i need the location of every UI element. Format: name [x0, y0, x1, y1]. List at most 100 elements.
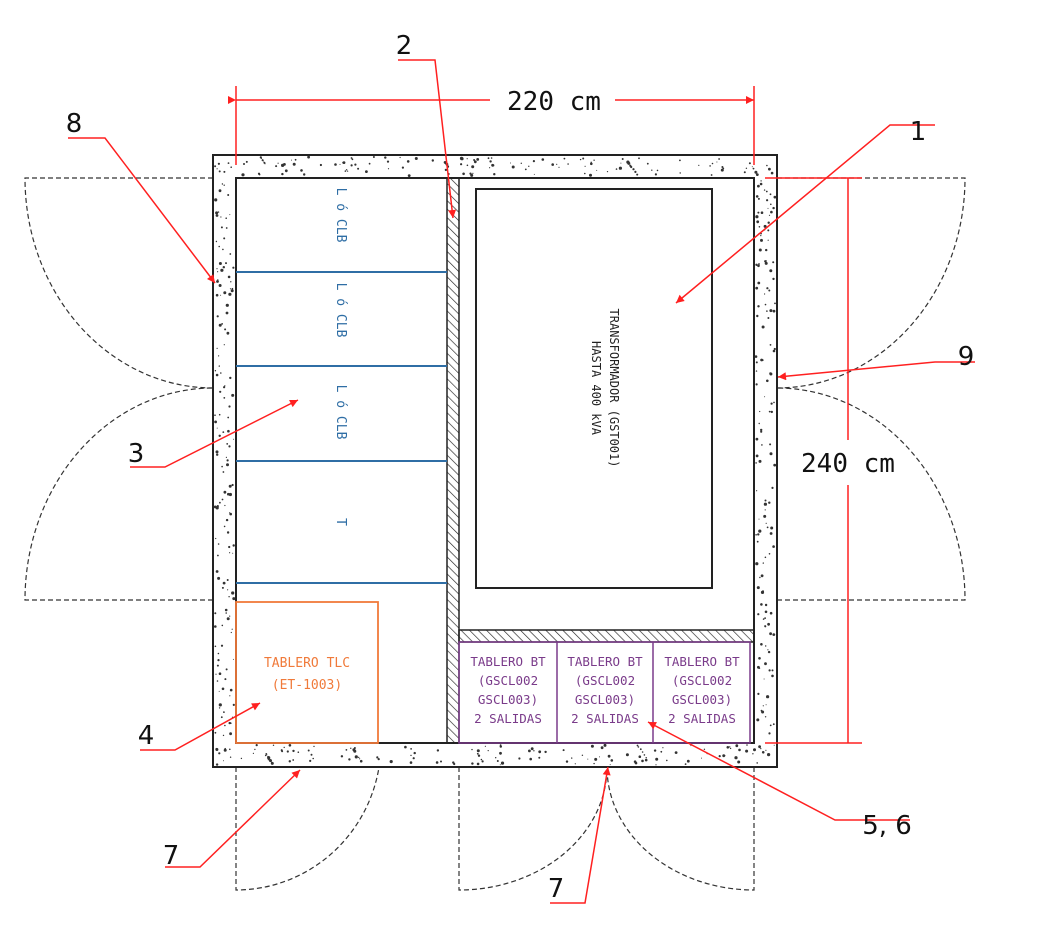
concrete-speck: [269, 759, 272, 763]
concrete-speck: [637, 746, 640, 748]
concrete-speck: [772, 545, 775, 548]
concrete-speck: [565, 760, 569, 763]
concrete-speck: [312, 757, 315, 760]
concrete-speck: [286, 750, 289, 753]
transformer-box: [475, 188, 713, 589]
concrete-speck: [599, 756, 600, 758]
concrete-speck: [222, 581, 226, 585]
concrete-speck: [353, 749, 357, 753]
concrete-speck: [609, 764, 611, 766]
concrete-speck: [218, 434, 221, 437]
concrete-speck: [758, 459, 762, 463]
concrete-speck: [489, 160, 492, 163]
concrete-speck: [228, 596, 230, 598]
concrete-speck: [722, 754, 726, 758]
concrete-speck: [767, 229, 770, 232]
concrete-speck: [229, 288, 232, 290]
concrete-speck: [639, 748, 642, 751]
concrete-speck: [581, 754, 584, 756]
tablero-bt-text: 2 SALIDAS: [571, 711, 639, 726]
concrete-speck: [770, 402, 773, 405]
concrete-speck: [755, 562, 759, 566]
concrete-speck: [769, 452, 773, 456]
callout-7-bottom: 7: [548, 874, 565, 904]
concrete-speck: [471, 762, 474, 765]
concrete-speck: [401, 166, 404, 169]
concrete-speck: [771, 669, 774, 672]
concrete-speck: [737, 760, 741, 764]
concrete-speck: [217, 279, 219, 281]
concrete-speck: [734, 756, 738, 760]
concrete-speck: [772, 309, 776, 313]
concrete-speck: [277, 162, 279, 164]
concrete-speck: [223, 525, 226, 528]
concrete-speck: [218, 707, 221, 709]
concrete-speck: [223, 291, 227, 295]
concrete-speck: [222, 248, 224, 251]
concrete-speck: [752, 753, 754, 755]
concrete-speck: [484, 745, 486, 747]
concrete-speck: [215, 570, 219, 573]
concrete-speck: [229, 756, 232, 758]
concrete-speck: [215, 373, 219, 377]
concrete-speck: [757, 665, 760, 669]
concrete-speck: [216, 168, 218, 170]
concrete-speck: [772, 723, 775, 726]
concrete-speck: [718, 158, 720, 160]
concrete-speck: [255, 744, 258, 747]
concrete-speck: [288, 744, 292, 747]
concrete-speck: [232, 544, 235, 547]
concrete-speck: [224, 608, 228, 612]
concrete-speck: [769, 632, 772, 636]
concrete-speck: [756, 490, 758, 492]
concrete-speck: [768, 732, 771, 735]
concrete-speck: [767, 650, 771, 654]
concrete-speck: [216, 453, 219, 456]
concrete-speck: [225, 217, 227, 219]
concrete-speck: [466, 164, 469, 167]
concrete-speck: [376, 756, 379, 759]
concrete-speck: [625, 753, 629, 757]
concrete-speck: [510, 162, 511, 164]
concrete-speck: [221, 586, 224, 589]
concrete-speck: [756, 762, 758, 764]
concrete-speck: [444, 168, 448, 172]
concrete-speck: [533, 750, 535, 752]
concrete-speck: [473, 159, 476, 161]
tablero-bt-text: GSCL003): [672, 692, 732, 707]
concrete-speck: [350, 164, 353, 167]
concrete-speck: [641, 759, 644, 763]
concrete-speck: [470, 173, 474, 177]
door-bottom-mid-right: [606, 743, 755, 891]
concrete-speck: [770, 210, 773, 214]
concrete-speck: [358, 756, 360, 759]
concrete-speck: [751, 166, 753, 168]
concrete-speck: [755, 454, 759, 458]
concrete-speck: [499, 764, 501, 766]
concrete-speck: [215, 537, 217, 540]
concrete-speck: [218, 365, 220, 367]
concrete-speck: [460, 163, 463, 166]
concrete-speck: [630, 165, 633, 169]
concrete-speck: [288, 760, 291, 763]
concrete-speck: [493, 173, 496, 176]
concrete-speck: [414, 157, 418, 160]
concrete-speck: [224, 678, 227, 681]
concrete-speck: [221, 498, 224, 501]
concrete-speck: [767, 207, 769, 209]
concrete-speck: [752, 167, 755, 170]
concrete-speck: [232, 266, 235, 269]
concrete-speck: [487, 157, 490, 160]
cell-label: L ó CLB: [333, 283, 348, 338]
concrete-speck: [348, 758, 351, 761]
concrete-speck: [214, 370, 217, 372]
concrete-speck: [760, 430, 763, 433]
door-right-bottom: [776, 387, 966, 601]
concrete-speck: [223, 760, 224, 762]
concrete-speck: [757, 184, 760, 188]
tablero-tlc-box: [235, 601, 379, 744]
concrete-speck: [760, 358, 763, 362]
concrete-speck: [644, 758, 648, 762]
concrete-speck: [218, 355, 220, 357]
concrete-speck: [771, 486, 774, 489]
